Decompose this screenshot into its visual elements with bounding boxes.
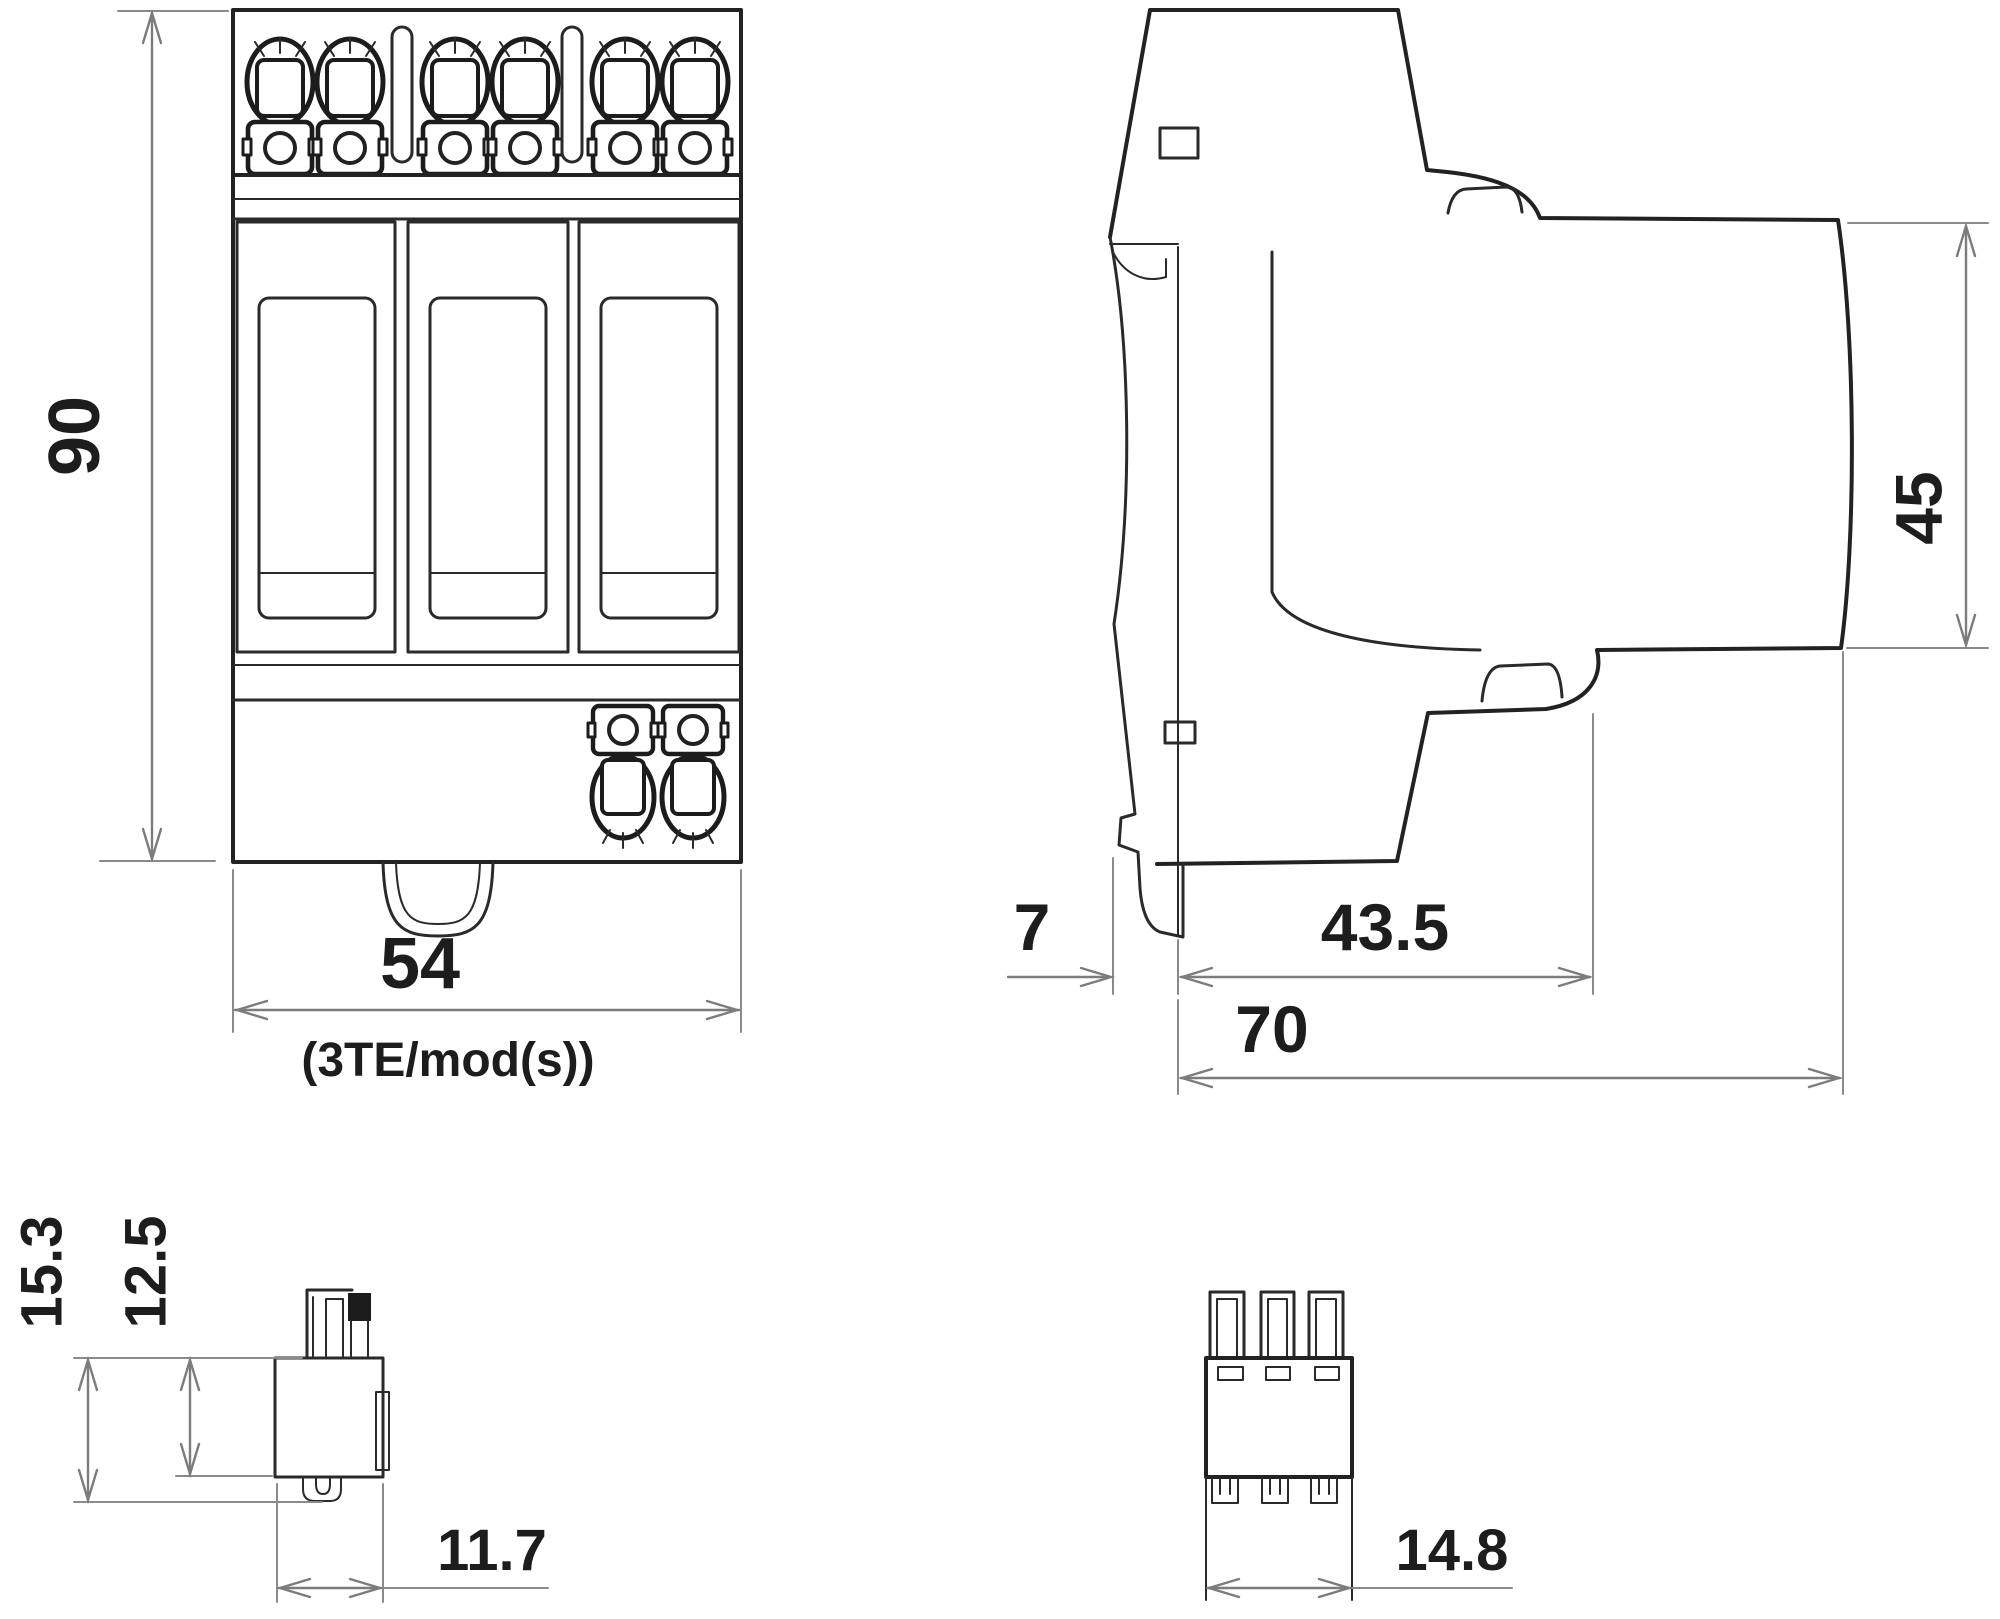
dim-label-14-8: 14.8	[1396, 1518, 1509, 1583]
connector-pins	[1208, 1290, 1345, 1360]
connector-body	[1204, 1356, 1354, 1479]
module-window	[257, 296, 377, 620]
side-body-outline	[1108, 8, 1854, 866]
module-outline	[235, 220, 397, 654]
lever-terminal-block	[348, 1293, 371, 1321]
terminal-clamp-icon	[243, 38, 317, 174]
connector-vent	[1314, 1366, 1340, 1381]
lever-bottom-notch-inner	[315, 1476, 331, 1495]
din-groove-hook	[1111, 249, 1167, 280]
dimension-lever-width: 11.7	[276, 1483, 549, 1603]
side-window	[1158, 126, 1200, 160]
connector-castellation	[1211, 1476, 1338, 1504]
terminal-clamp-icon	[313, 38, 387, 174]
terminal-clamp-icon	[488, 38, 562, 174]
lever-terminal-slot	[325, 1298, 344, 1359]
dimension-lever-body-height: 12.5	[113, 1216, 273, 1477]
dim-label-7: 7	[1014, 890, 1051, 964]
side-underside-line	[1270, 250, 1482, 652]
side-view: 45 7 43.5 70	[1006, 8, 1989, 1095]
dimension-front-depth: 43.5	[1177, 713, 1594, 995]
dimension-rail-offset: 7	[1006, 857, 1114, 995]
front-view: 90 54 (3TE/mod(s))	[35, 8, 743, 1087]
lower-latch-pocket	[1480, 662, 1564, 703]
lever-bottom-notch	[302, 1476, 342, 1502]
module-outline	[577, 220, 741, 654]
dim-label-90: 90	[35, 396, 115, 476]
dim-label-43-5: 43.5	[1321, 890, 1449, 964]
release-lever-detail-view: 15.3 12.5 11.7	[9, 1216, 549, 1603]
module-outline	[406, 220, 570, 654]
terminal-clamp-icon	[658, 706, 728, 848]
lever-body	[273, 1356, 385, 1479]
dim-label-54: 54	[380, 924, 460, 1004]
lever-side-rib	[375, 1391, 390, 1471]
front-top-terminal-band	[231, 25, 743, 221]
dim-label-12-5: 12.5	[113, 1216, 178, 1329]
front-bottom-section	[231, 664, 743, 938]
front-modules	[235, 220, 741, 654]
dim-label-70: 70	[1235, 992, 1308, 1066]
dim-label-11-7: 11.7	[437, 1518, 547, 1583]
dimension-front-height: 90	[35, 10, 229, 862]
dim-label-3TE: (3TE/mod(s))	[301, 1034, 594, 1087]
dimension-lever-total-height: 15.3	[9, 1216, 323, 1503]
dimension-total-depth: 70	[1177, 651, 1844, 1095]
front-body-outline	[231, 8, 743, 864]
dim-label-45: 45	[1881, 471, 1955, 544]
dimension-connector-width: 14.8	[1206, 1518, 1513, 1599]
din-rail-release-clip	[381, 861, 495, 938]
module-window	[599, 296, 719, 620]
side-din-clip-outline	[1108, 235, 1185, 939]
module-window	[428, 296, 548, 620]
connector-vent	[1265, 1366, 1291, 1381]
dimension-side-height: 45	[1846, 222, 1989, 649]
din-rail-release-clip-inner	[395, 862, 481, 925]
lever-terminal-outline	[305, 1288, 354, 1360]
separator-slot	[560, 25, 584, 164]
plug-connector-detail-view: 14.8	[1204, 1290, 1513, 1601]
terminal-clamp-icon	[588, 38, 662, 174]
terminal-clamp-icon	[418, 38, 492, 174]
connector-vent	[1217, 1366, 1244, 1381]
terminal-clamp-icon	[588, 706, 658, 848]
side-window	[1163, 720, 1197, 745]
separator-slot	[390, 25, 414, 164]
dim-label-15-3: 15.3	[9, 1216, 74, 1329]
upper-latch-pocket	[1446, 185, 1524, 215]
dimension-front-width: 54 (3TE/mod(s))	[232, 869, 742, 1087]
terminal-clamp-icon	[658, 38, 732, 174]
